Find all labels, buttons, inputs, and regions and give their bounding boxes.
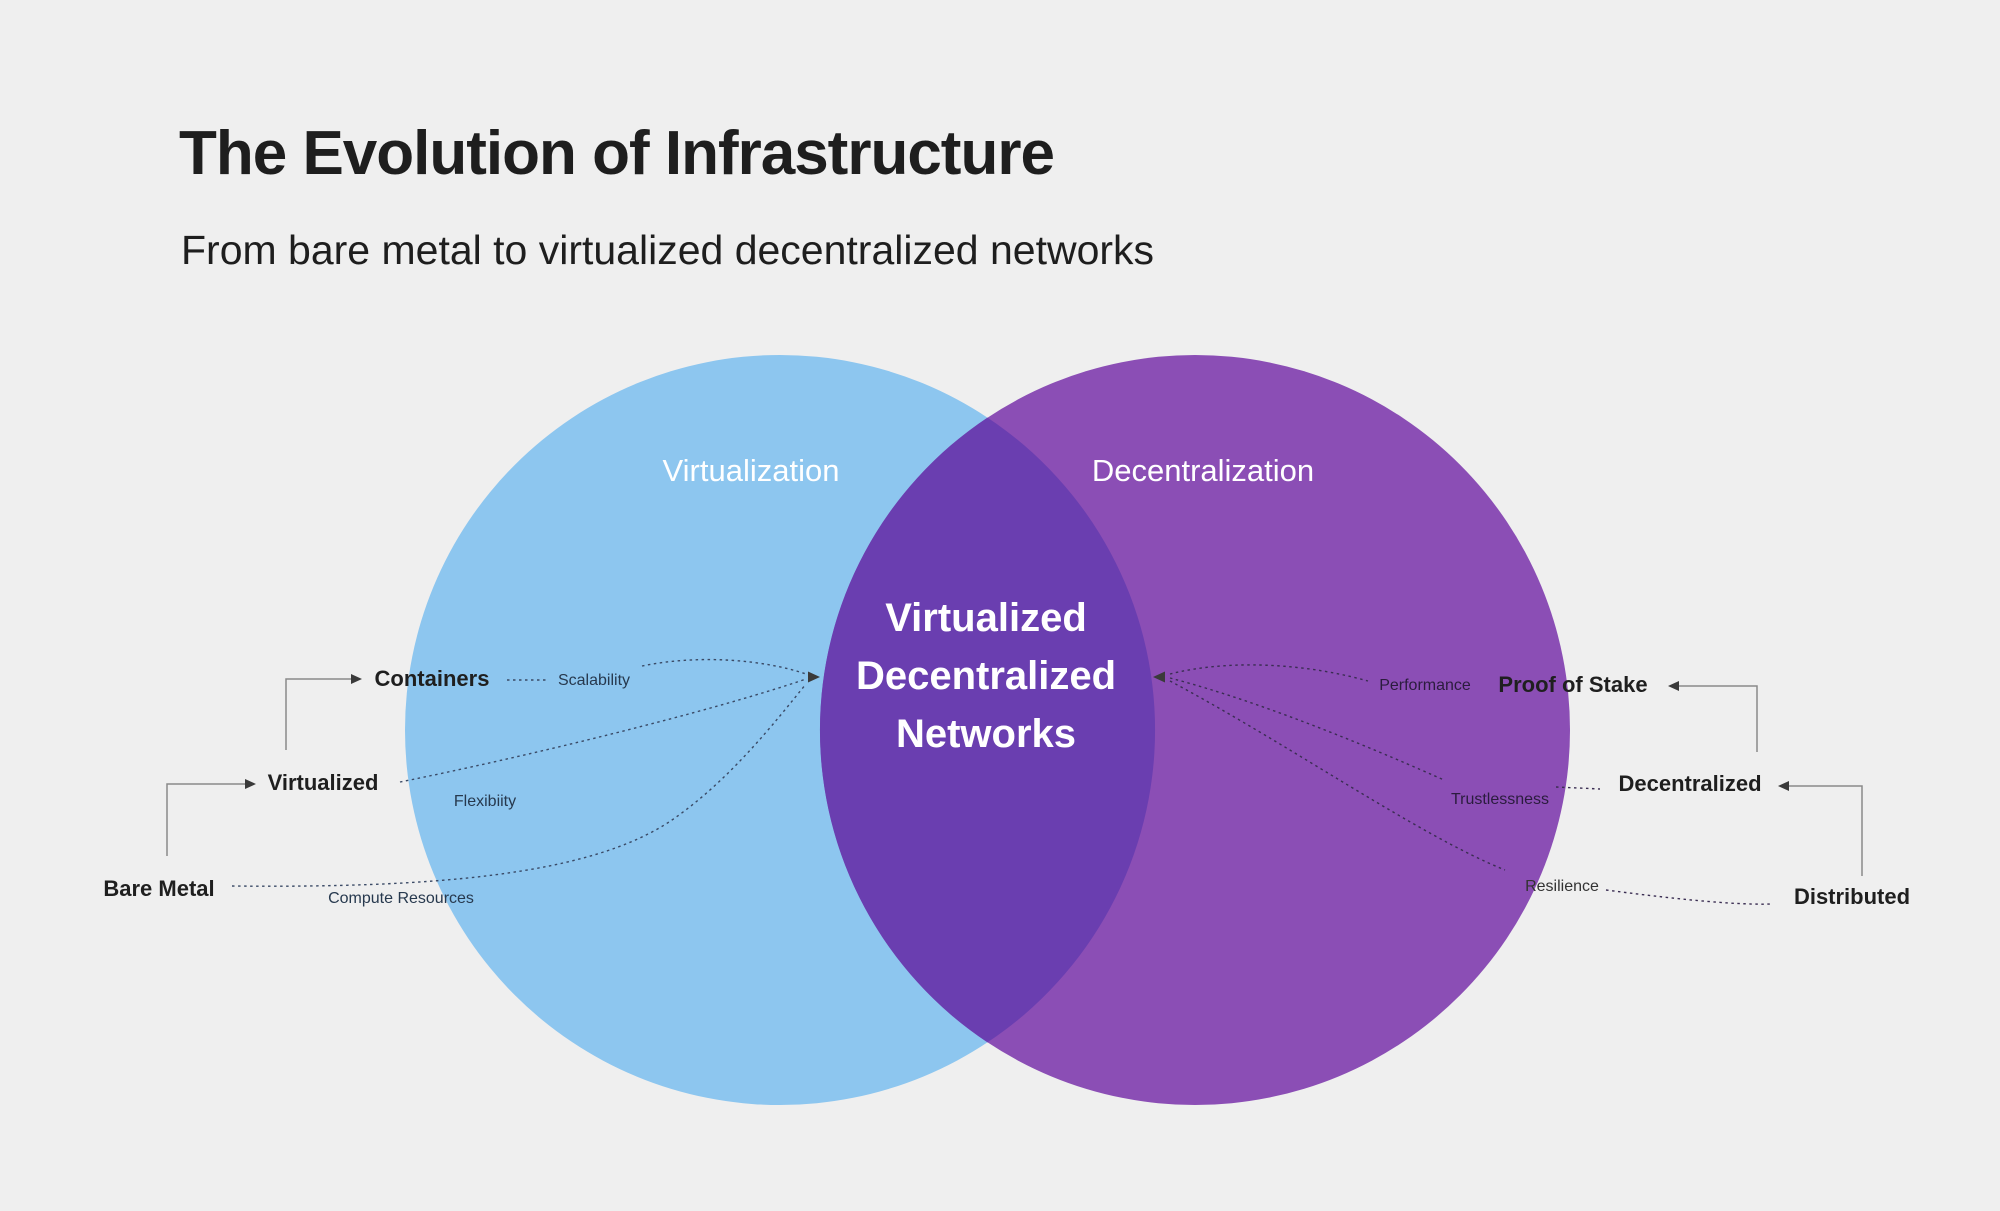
overlap-lens bbox=[819, 417, 1156, 1043]
flow-scalability: Scalability bbox=[557, 672, 631, 689]
stage-proof-of-stake: Proof of Stake bbox=[1498, 672, 1648, 697]
arrowhead-into-center-left bbox=[808, 671, 820, 683]
stage-bare-metal: Bare Metal bbox=[103, 876, 215, 901]
flow-curve-compute-resources bbox=[231, 683, 807, 887]
connector-virtualized-to-containers bbox=[285, 678, 352, 750]
page-subtitle: From bare metal to virtualized decentral… bbox=[181, 227, 1155, 273]
flow-curve-performance bbox=[1169, 664, 1369, 682]
flow-curve-trustlessness bbox=[1169, 677, 1445, 781]
connector-baremetal-to-virtualized bbox=[166, 783, 246, 856]
stage-connectors bbox=[166, 678, 1863, 876]
arrowhead-to-virtualized bbox=[245, 779, 256, 789]
flow-curves-left bbox=[231, 658, 807, 887]
flow-performance: Performance bbox=[1379, 677, 1471, 694]
flow-curve-trustlessness-stub bbox=[1555, 786, 1601, 790]
flow-flexibility: Flexibiity bbox=[453, 793, 517, 810]
flow-curve-resilience-stub bbox=[1605, 889, 1773, 905]
arrowheads bbox=[245, 671, 1789, 791]
flow-resilience: Resilience bbox=[1525, 878, 1599, 895]
flow-curves-right bbox=[1169, 664, 1773, 905]
arrowhead-into-center-right bbox=[1153, 671, 1165, 683]
flow-curve-flexibility bbox=[399, 678, 807, 783]
arrowhead-to-proofofstake bbox=[1668, 681, 1679, 691]
arrowhead-to-decentralized bbox=[1778, 781, 1789, 791]
arrowhead-to-containers bbox=[351, 674, 362, 684]
page-title: The Evolution of Infrastructure bbox=[179, 119, 1055, 188]
connector-decentralized-to-proofofstake bbox=[1678, 685, 1758, 752]
flow-compute-resources: Compute Resources bbox=[328, 890, 474, 907]
stage-virtualized: Virtualized bbox=[267, 770, 379, 795]
flow-trustlessness: Trustlessness bbox=[1450, 791, 1550, 808]
virtualization-circle-label: Virtualization bbox=[662, 453, 840, 488]
stage-decentralized: Decentralized bbox=[1618, 771, 1762, 796]
connector-distributed-to-decentralized bbox=[1788, 785, 1863, 876]
flow-curve-resilience bbox=[1169, 680, 1506, 871]
stage-containers: Containers bbox=[374, 666, 490, 691]
decentralization-circle-label: Decentralization bbox=[1091, 453, 1315, 488]
overlap-center-label: Virtualized Decentralized Networks bbox=[855, 596, 1117, 756]
stage-distributed: Distributed bbox=[1793, 884, 1911, 909]
